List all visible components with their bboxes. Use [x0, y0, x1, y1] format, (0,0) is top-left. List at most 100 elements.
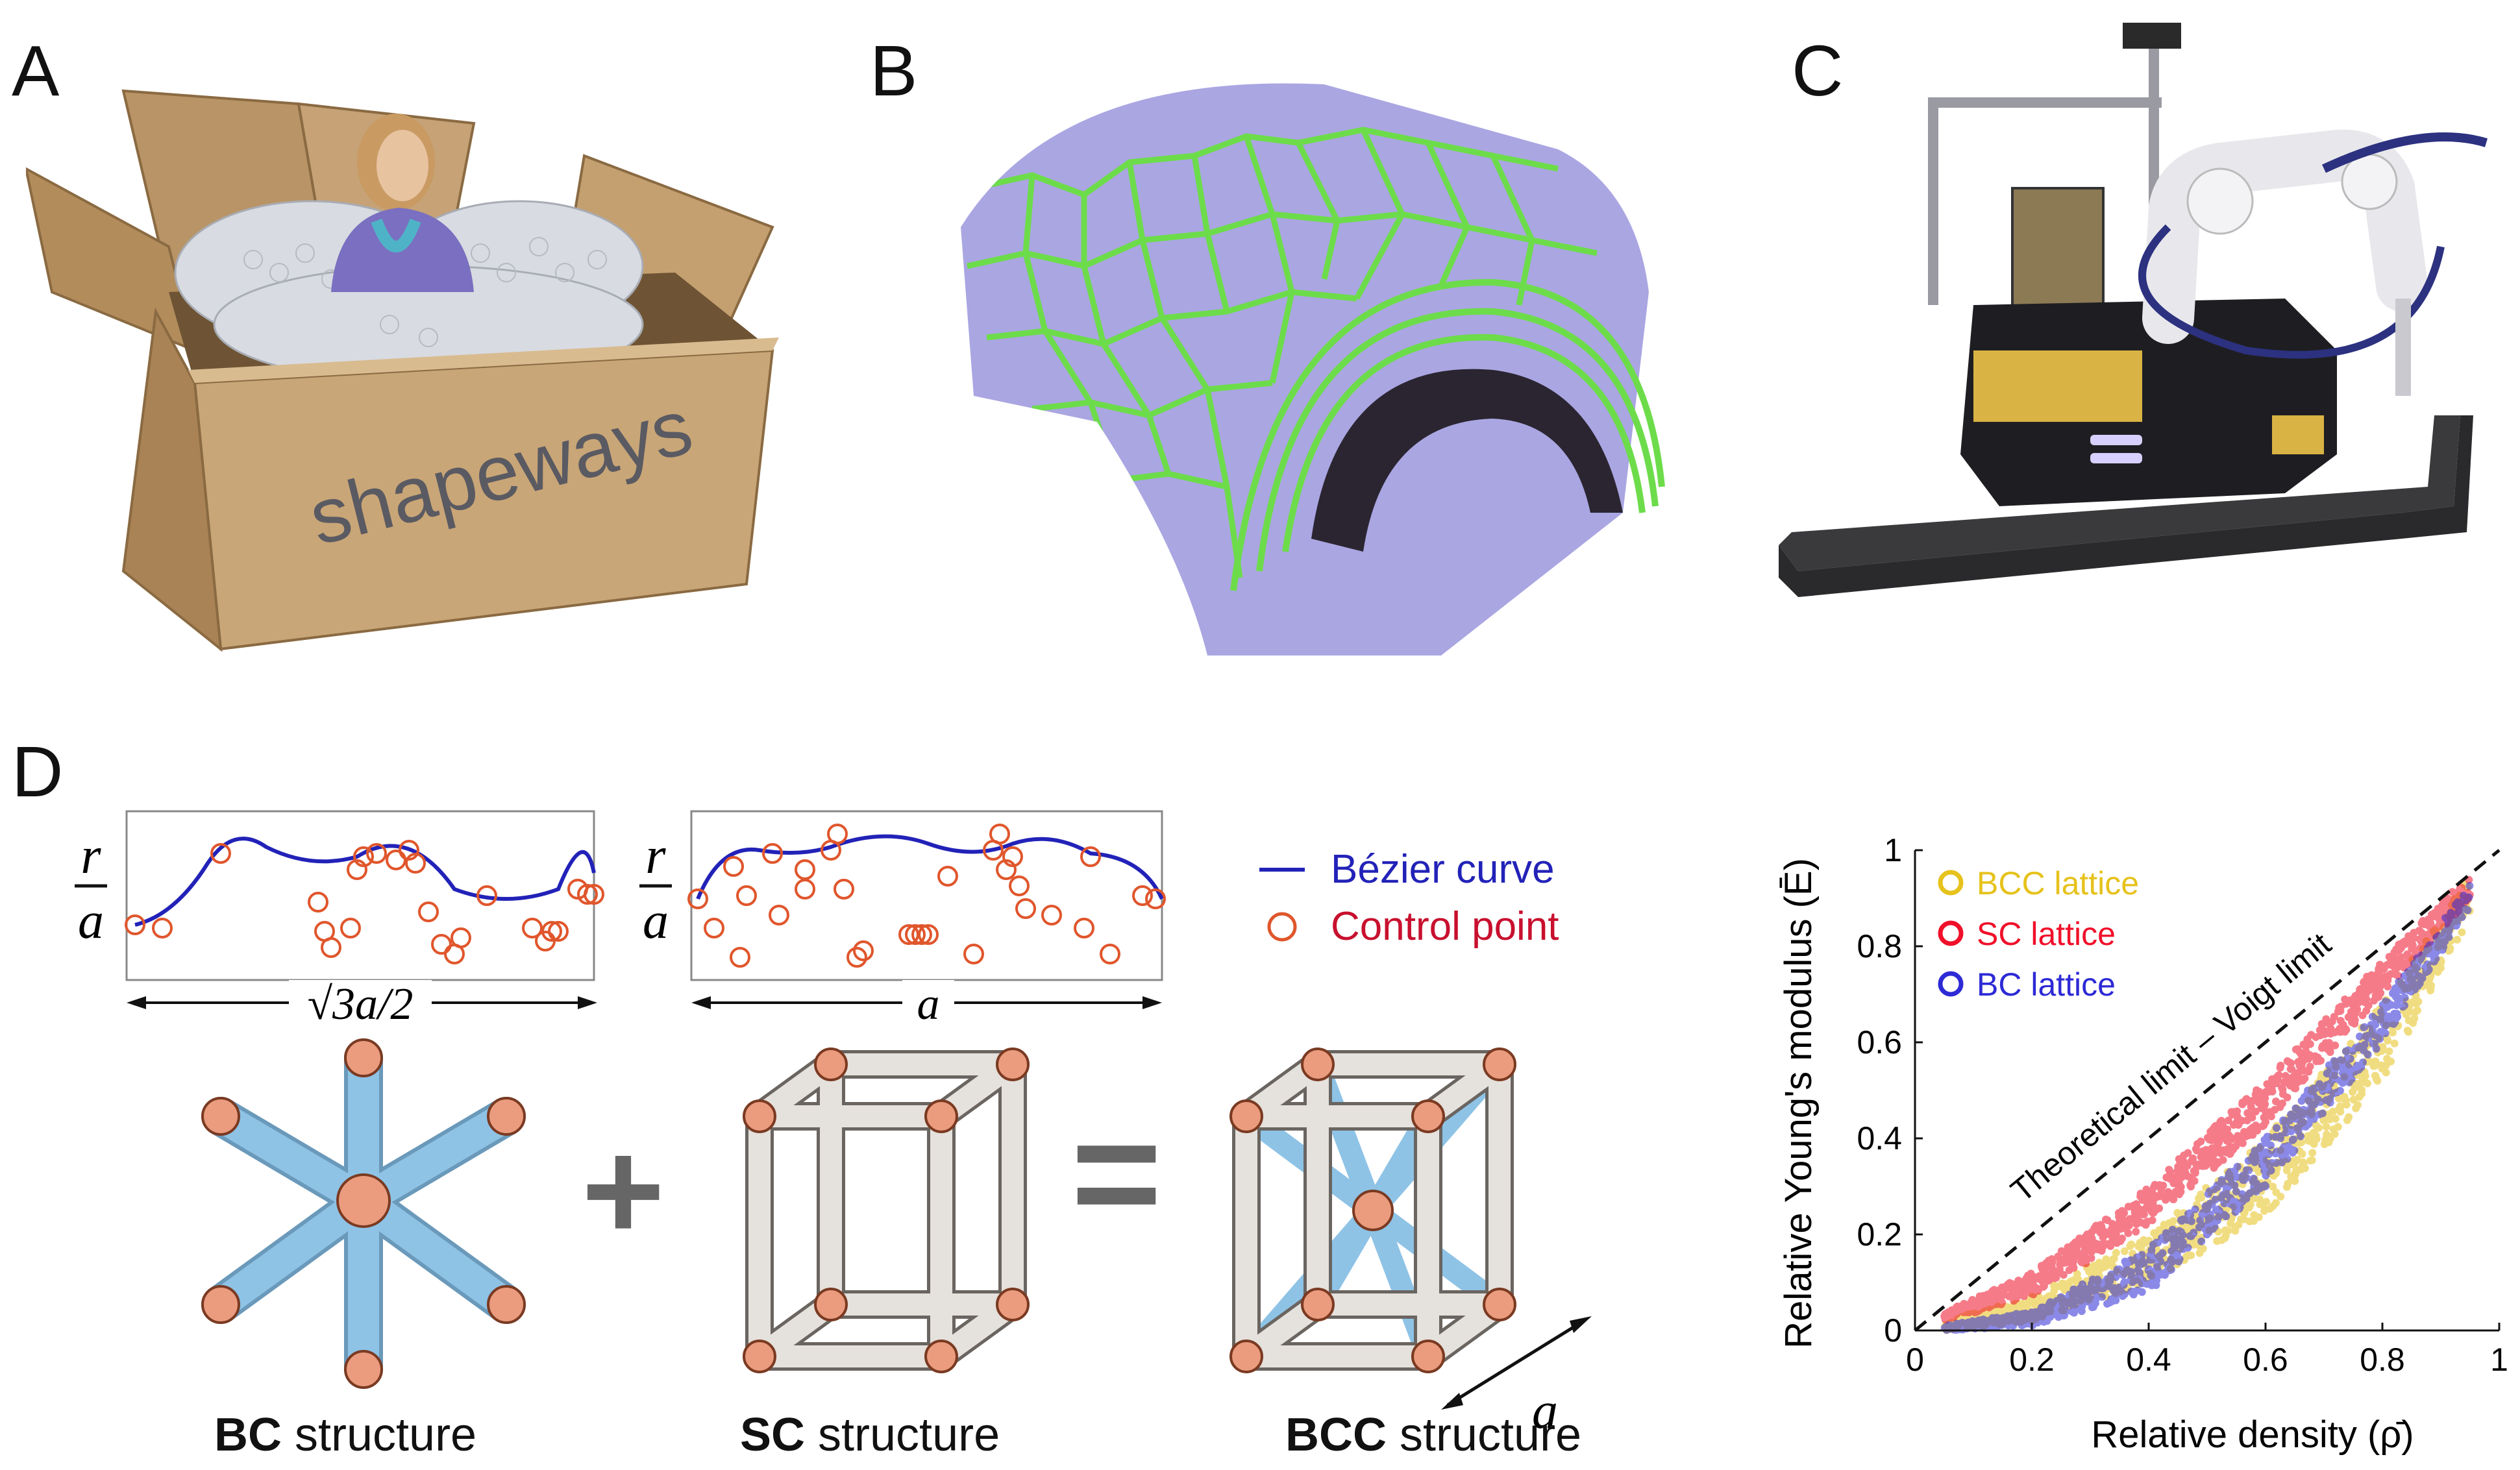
data-point: [2254, 1088, 2263, 1096]
data-point: [2316, 1031, 2325, 1040]
data-point: [2082, 1259, 2090, 1268]
y-tick-label: 0.6: [1857, 1024, 1902, 1060]
data-point: [2288, 1065, 2296, 1073]
data-point: [2287, 1081, 2295, 1090]
data-point: [2041, 1264, 2049, 1273]
data-point: [2258, 1160, 2266, 1169]
control-point: [762, 843, 783, 864]
data-point: [2447, 910, 2456, 918]
data-point: [2464, 906, 2472, 914]
control-point: [769, 905, 789, 925]
data-point: [2458, 928, 2466, 937]
data-point: [2071, 1250, 2079, 1258]
data-point: [2403, 950, 2412, 959]
control-point: [353, 846, 374, 867]
data-point: [2401, 1001, 2408, 1010]
data-point: [2410, 959, 2418, 968]
data-point: [2288, 1149, 2297, 1157]
data-point: [2266, 1166, 2275, 1175]
data-point: [2375, 983, 2382, 991]
data-point: [2091, 1286, 2099, 1294]
control-point: [548, 921, 569, 942]
data-point: [2416, 936, 2425, 944]
data-point: [2291, 1169, 2299, 1177]
data-point: [2414, 998, 2423, 1006]
control-point: [405, 853, 426, 874]
data-point: [2315, 1110, 2323, 1119]
bezier-curve-right: [696, 834, 1164, 900]
data-point: [2306, 1157, 2314, 1165]
data-point: [2113, 1239, 2121, 1247]
data-point: [1997, 1319, 2006, 1328]
data-point: [2387, 1001, 2395, 1009]
data-point: [2020, 1292, 2028, 1301]
data-point: [2019, 1301, 2027, 1310]
data-point: [2251, 1107, 2260, 1116]
control-point: [853, 940, 874, 961]
data-point: [2453, 935, 2462, 944]
data-point: [2051, 1310, 2060, 1318]
data-point: [2040, 1317, 2048, 1326]
data-point: [2454, 902, 2462, 910]
panel-label-c: C: [1792, 31, 1844, 111]
data-point: [2190, 1229, 2198, 1237]
data-point: [2305, 1132, 2314, 1140]
data-point: [2148, 1216, 2156, 1225]
bc-structure-caption: BC structure: [214, 1408, 476, 1462]
data-point: [2058, 1282, 2066, 1290]
data-point: [2407, 987, 2415, 996]
data-point: [2448, 888, 2456, 896]
data-point: [2231, 1223, 2239, 1231]
profile-right-ratio-bottom: a: [643, 892, 669, 949]
data-point: [2404, 1027, 2412, 1036]
data-point: [2003, 1281, 2012, 1290]
data-point: [2251, 1153, 2260, 1162]
data-point: [2388, 959, 2396, 968]
profile-right-ratio-top: r: [645, 827, 666, 885]
data-point: [2121, 1257, 2129, 1266]
mobile-printing-robot-photo: [1779, 23, 2488, 597]
data-point: [2229, 1145, 2237, 1154]
data-point: [2331, 1060, 2340, 1068]
data-point: [2107, 1260, 2116, 1269]
control-point: [584, 884, 604, 905]
profile-left-frame: [125, 810, 595, 981]
data-point: [2352, 1044, 2360, 1052]
data-point: [2245, 1166, 2253, 1175]
data-point: [2175, 1190, 2184, 1199]
data-point: [2010, 1297, 2018, 1305]
data-point: [2166, 1219, 2173, 1227]
sc-caption-rest: structure: [805, 1409, 1000, 1461]
data-point: [2390, 1039, 2399, 1047]
y-tick-label: 0.8: [1857, 928, 1902, 964]
data-point: [2299, 1106, 2308, 1114]
data-point: [2245, 1109, 2253, 1118]
data-point: [2367, 978, 2375, 986]
data-point: [2169, 1232, 2177, 1240]
tiled-vault-model: [961, 83, 1665, 655]
data-point: [2213, 1216, 2221, 1225]
data-point: [2260, 1182, 2268, 1190]
data-point: [2160, 1271, 2169, 1279]
data-point: [2204, 1190, 2212, 1198]
data-point: [2038, 1303, 2045, 1312]
data-point: [2197, 1237, 2206, 1245]
plus-sign: +: [582, 1110, 665, 1270]
bcc-dimension-label: a: [1532, 1382, 1558, 1439]
series-bc-lattice: [1940, 881, 2474, 1334]
data-point: [2304, 1086, 2312, 1095]
data-point: [2113, 1266, 2121, 1273]
x-tick-label: 0: [1906, 1341, 1924, 1378]
data-point: [2458, 913, 2466, 922]
data-point: [2372, 1075, 2380, 1083]
data-point: [2445, 918, 2454, 927]
data-point: [2278, 1158, 2286, 1167]
data-point: [2168, 1225, 2177, 1234]
data-point: [2103, 1216, 2112, 1225]
data-point: [2307, 1031, 2316, 1039]
data-point: [2109, 1295, 2118, 1304]
data-point: [2003, 1312, 2012, 1320]
data-point: [1977, 1302, 1986, 1310]
data-point: [2075, 1290, 2083, 1299]
